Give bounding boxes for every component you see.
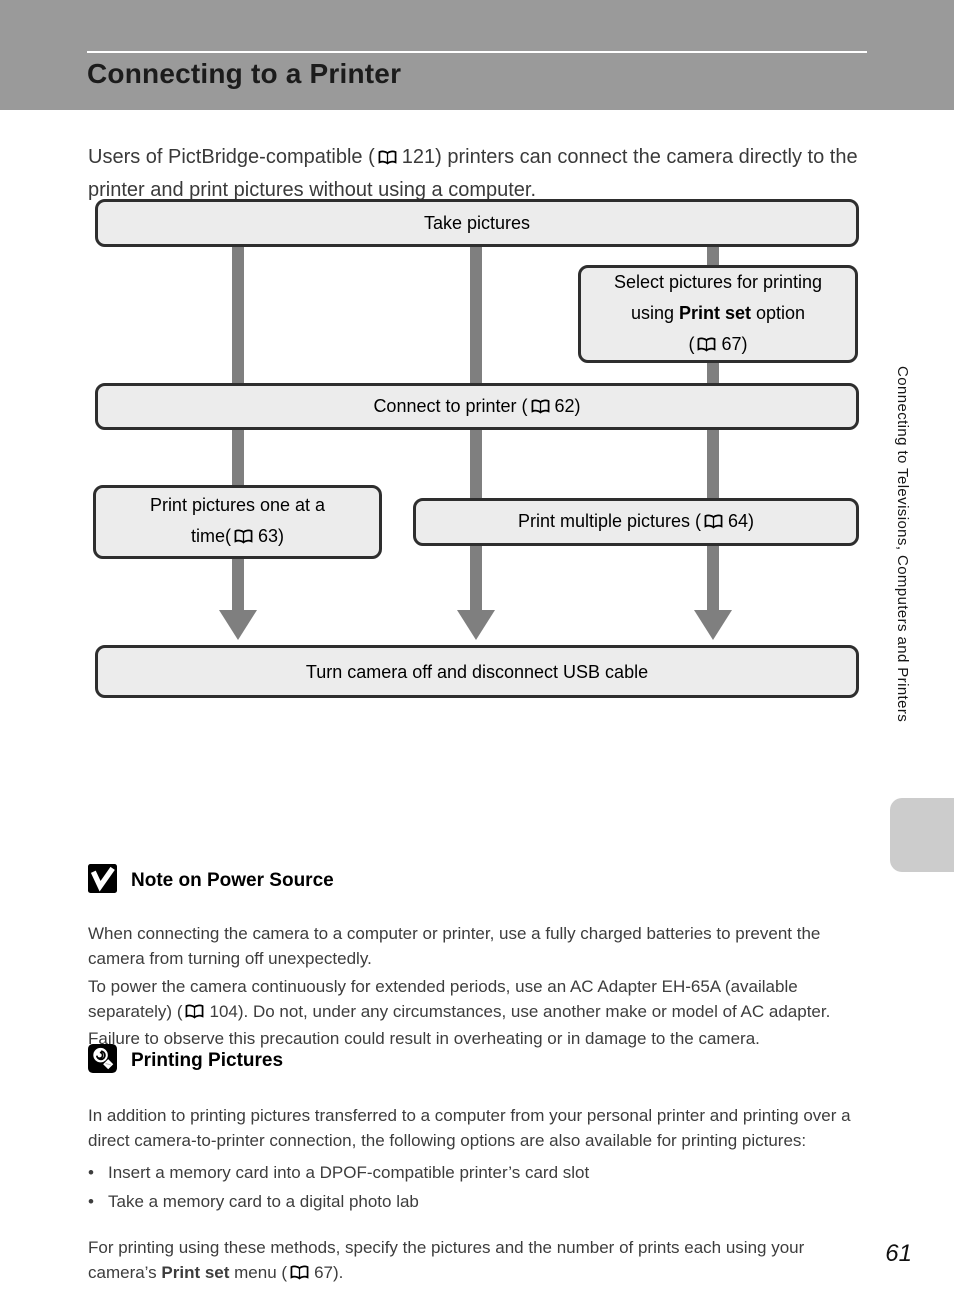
flow-box-connect-printer: Connect to printer (62) bbox=[95, 383, 859, 430]
page-number: 61 bbox=[885, 1240, 912, 1267]
flow-box-take-pictures: Take pictures bbox=[95, 199, 859, 247]
flow-box-label: Take pictures bbox=[423, 213, 531, 233]
note-section-title: Note on Power Source bbox=[131, 870, 334, 891]
page-ref-book-icon bbox=[531, 393, 550, 423]
check-note-icon bbox=[88, 864, 117, 898]
print-set-label: Print set bbox=[678, 302, 752, 323]
note-paragraph-2: To power the camera continuously for ext… bbox=[88, 977, 831, 1048]
page-ref-book-icon bbox=[704, 508, 723, 538]
intro-text-post: ) printers can connect the camera direct… bbox=[88, 146, 858, 201]
page-ref-book-icon bbox=[290, 1262, 309, 1287]
arrow-down-icon bbox=[694, 610, 732, 640]
printing-final-paragraph: For printing using these methods, specif… bbox=[88, 1235, 872, 1287]
flow-box-line2: time(63) bbox=[191, 521, 284, 554]
page-ref-number: 63 bbox=[257, 526, 279, 546]
bullet-text: Take a memory card to a digital photo la… bbox=[108, 1192, 419, 1211]
page-ref-number: 64 bbox=[728, 511, 749, 531]
printing-section-title: Printing Pictures bbox=[131, 1050, 284, 1071]
page-ref-book-icon bbox=[234, 523, 253, 554]
flow-box-print-one: Print pictures one at a time(63) bbox=[93, 485, 382, 559]
flow-box-line3: (67) bbox=[688, 329, 747, 362]
flow-box-label: Print multiple pictures (64) bbox=[518, 506, 754, 538]
arrow-down-icon bbox=[219, 610, 257, 640]
flow-box-print-multiple: Print multiple pictures (64) bbox=[413, 498, 859, 546]
flow-box-line2: using Print set option bbox=[630, 302, 806, 323]
page-ref-book-icon bbox=[378, 144, 397, 175]
bullet-text: Insert a memory card into a DPOF-compati… bbox=[108, 1163, 590, 1182]
flow-box-line1: Print pictures one at a bbox=[149, 495, 326, 515]
page-ref-number: 67 bbox=[314, 1263, 333, 1282]
flow-box-turn-off: Turn camera off and disconnect USB cable bbox=[95, 645, 859, 698]
flow-box-label: Turn camera off and disconnect USB cable bbox=[305, 661, 649, 682]
page-ref-number: 67 bbox=[721, 333, 742, 354]
page-ref-number: 104 bbox=[209, 1002, 238, 1021]
chapter-tab bbox=[890, 798, 954, 872]
page-header: Connecting to a Printer bbox=[0, 0, 954, 110]
arrow-down-icon bbox=[457, 610, 495, 640]
list-item: Insert a memory card into a DPOF-compati… bbox=[88, 1160, 872, 1185]
page-ref-book-icon bbox=[697, 331, 716, 362]
printing-section-heading: Printing Pictures bbox=[88, 1044, 283, 1078]
page-ref-number: 121 bbox=[401, 146, 436, 168]
note-paragraph-1: When connecting the camera to a computer… bbox=[88, 924, 821, 968]
flow-box-line1: Select pictures for printing bbox=[613, 271, 823, 292]
header-divider bbox=[87, 51, 867, 53]
lightbulb-tip-icon bbox=[88, 1044, 117, 1078]
chapter-side-label: Connecting to Televisions, Computers and… bbox=[894, 366, 911, 723]
print-set-label: Print set bbox=[161, 1263, 230, 1282]
printing-paragraph-1: In addition to printing pictures transfe… bbox=[88, 1106, 851, 1150]
list-item: Take a memory card to a digital photo la… bbox=[88, 1189, 872, 1214]
page-title: Connecting to a Printer bbox=[87, 58, 402, 89]
intro-text-pre: Users of PictBridge-compatible ( bbox=[88, 146, 375, 168]
intro-paragraph: Users of PictBridge-compatible ( 121) pri… bbox=[88, 142, 870, 206]
page-ref-book-icon bbox=[185, 1001, 204, 1026]
flow-box-select-pictures: Select pictures for printing using Print… bbox=[578, 265, 858, 363]
page-ref-number: 62 bbox=[554, 395, 575, 416]
printing-options-list: Insert a memory card into a DPOF-compati… bbox=[88, 1160, 872, 1218]
flow-box-label: Connect to printer (62) bbox=[373, 391, 580, 423]
note-section-heading: Note on Power Source bbox=[88, 864, 334, 898]
